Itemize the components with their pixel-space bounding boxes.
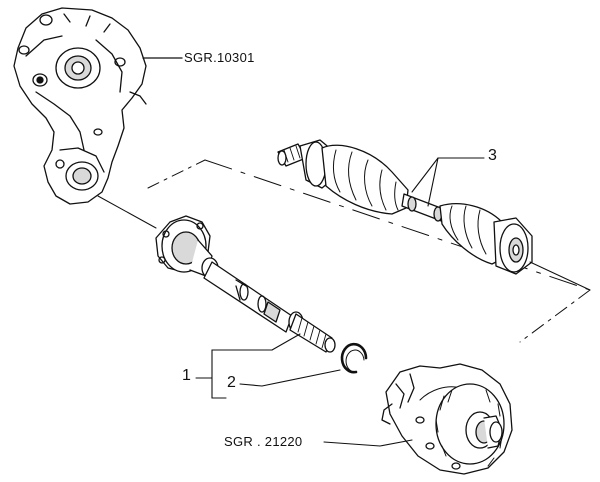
leader-callout-3: [411, 157, 485, 207]
reference-label-differential: SGR . 21220: [224, 434, 303, 449]
callout-3: 3: [488, 147, 497, 164]
axis-line-axle: [529, 261, 591, 291]
leader-sgr-21220: [323, 439, 413, 447]
leader-callouts-1-2: [195, 333, 341, 399]
reference-label-pump: SGR.10301: [184, 50, 255, 65]
differential-housing: [381, 363, 513, 475]
axle-shaft: [277, 139, 533, 275]
pump-housing: [13, 7, 147, 205]
alignment-frame: [147, 159, 591, 343]
axis-line-housing: [97, 195, 157, 229]
callout-1: 1: [182, 367, 191, 384]
intermediate-shaft: [155, 215, 336, 353]
snap-ring: [340, 342, 368, 374]
callout-2: 2: [227, 374, 236, 391]
